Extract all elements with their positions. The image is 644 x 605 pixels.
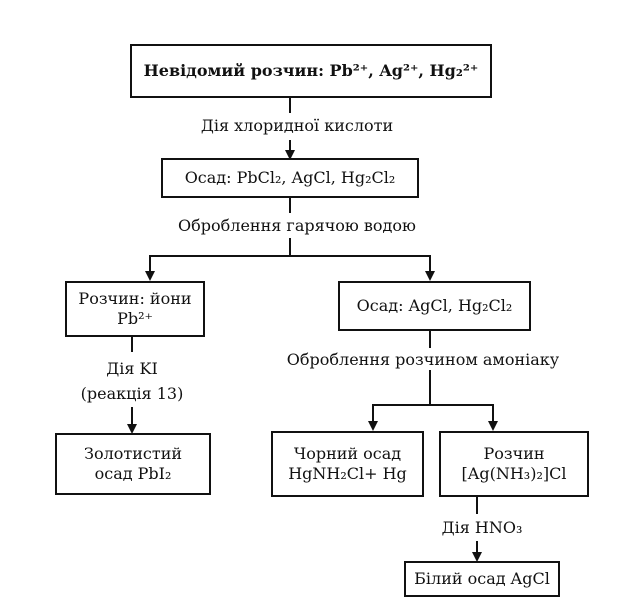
hcl-label: Дія хлоридної кислоти	[200, 116, 394, 135]
ki-label-line2: (реакція 13)	[80, 384, 184, 403]
golden-precip-box: Золотистий осад PbI₂	[55, 433, 211, 495]
arrow-to-complex	[430, 404, 498, 431]
hno3-label: Дія HNO₃	[441, 518, 523, 537]
black-line2: HgNH₂Cl+ Hg	[288, 464, 407, 483]
ki-label-line1: Дія KI	[106, 359, 158, 378]
precip1-box: Осад: PbCl₂, AgCl, Hg₂Cl₂	[161, 158, 419, 198]
ammonia-label: Оброблення розчином амоніаку	[286, 350, 560, 369]
black-line1: Чорний осад	[293, 444, 402, 463]
golden-line2: осад PbI₂	[94, 464, 172, 483]
complex-line1: Розчин	[483, 444, 545, 463]
golden-line1: Золотистий	[83, 444, 183, 463]
precip1-text: Осад: PbCl₂, AgCl, Hg₂Cl₂	[184, 168, 396, 187]
hot-water-label: Оброблення гарячою водою	[178, 216, 416, 235]
black-precip-box: Чорний осад HgNH₂Cl+ Hg	[271, 431, 424, 497]
precip2-box: Осад: AgCl, Hg₂Cl₂	[338, 281, 531, 331]
solution-pb-line1: Розчин: йони	[78, 289, 192, 308]
unknown-solution-text: Невідомий розчин: Pb²⁺, Ag²⁺, Hg₂²⁺	[143, 61, 479, 80]
white-precip-text: Білий осад AgCl	[414, 569, 550, 588]
complex-line2: [Ag(NH₃)₂]Cl	[461, 464, 567, 483]
arrow-to-precip2	[290, 255, 435, 281]
unknown-solution-box: Невідомий розчин: Pb²⁺, Ag²⁺, Hg₂²⁺	[130, 44, 492, 98]
solution-pb-box: Розчин: йони Pb²⁺	[65, 281, 205, 337]
arrow-to-black	[368, 404, 430, 431]
solution-pb-line2: Pb²⁺	[117, 309, 153, 328]
precip2-text: Осад: AgCl, Hg₂Cl₂	[356, 296, 513, 315]
complex-solution-box: Розчин [Ag(NH₃)₂]Cl	[439, 431, 589, 497]
arrow-to-solution-pb	[145, 255, 290, 281]
white-precip-box: Білий осад AgCl	[404, 561, 560, 597]
